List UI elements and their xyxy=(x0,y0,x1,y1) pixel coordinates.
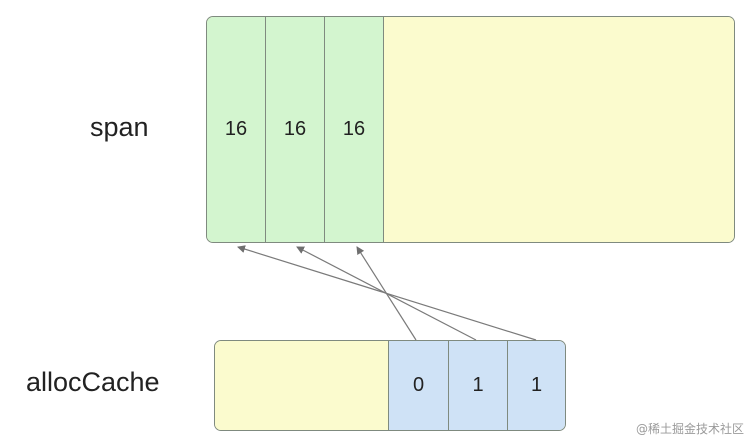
arrow-bit2-to-slot2 xyxy=(296,246,477,341)
alloc-cache-free-region xyxy=(215,341,389,430)
span-slot-1: 16 xyxy=(207,17,266,242)
span-slot-2: 16 xyxy=(266,17,325,242)
watermark: @稀土掘金技术社区 xyxy=(635,422,744,436)
span-free-region xyxy=(384,17,734,242)
alloc-cache-bit-1: 0 xyxy=(389,341,448,430)
arrow-bit3-to-slot1 xyxy=(237,245,537,341)
span-block: 16 16 16 xyxy=(206,16,735,243)
alloc-cache-label: allocCache xyxy=(26,367,160,397)
alloc-cache-bit-2: 1 xyxy=(448,341,507,430)
arrow-bit1-to-slot3 xyxy=(356,246,417,341)
span-label: span xyxy=(90,112,149,142)
alloc-cache-bit-3: 1 xyxy=(507,341,565,430)
span-slot-3: 16 xyxy=(325,17,384,242)
alloc-cache-block: 0 1 1 xyxy=(214,340,566,431)
